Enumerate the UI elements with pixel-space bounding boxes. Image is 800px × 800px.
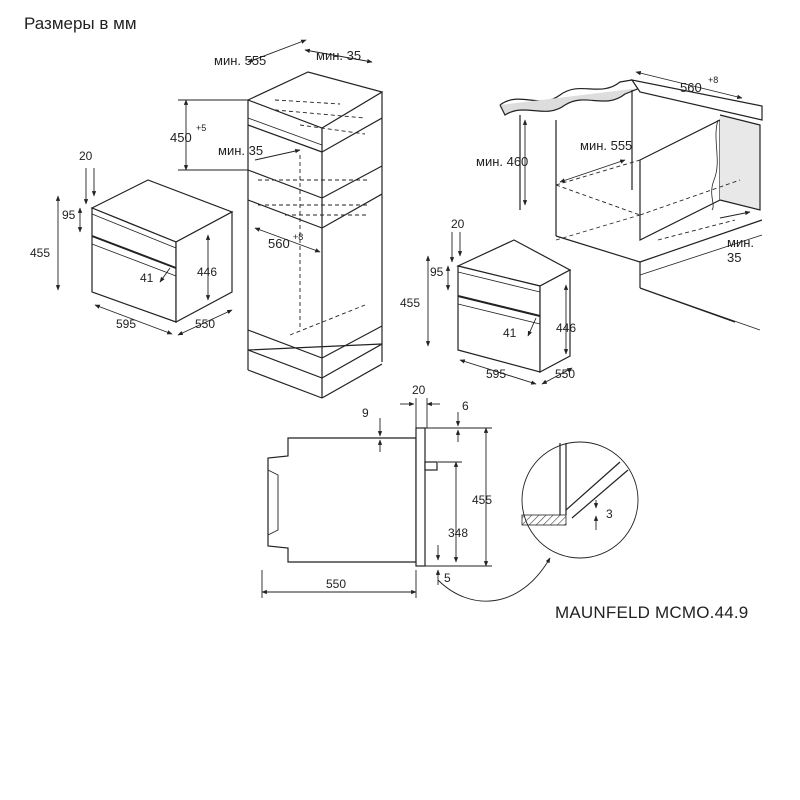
oven-right	[456, 239, 572, 373]
oven-left-depth: 550	[195, 317, 215, 331]
side-inner-height: 348	[448, 526, 468, 540]
tall-opening-height-tol: +5	[196, 123, 206, 133]
side-frame-thickness: 20	[412, 383, 426, 397]
side-depth: 550	[326, 577, 346, 591]
niche-opening-width-tol: +8	[708, 75, 718, 85]
detail-gap: 3	[606, 507, 613, 521]
detail-callout	[437, 441, 639, 602]
tall-opening-height-label: 450	[170, 130, 192, 145]
niche-rear-gap-2: 35	[727, 250, 741, 265]
oven-left	[90, 179, 234, 324]
oven-left-body-height: 446	[197, 265, 217, 279]
oven-right-depth: 550	[555, 367, 575, 381]
niche-depth-min: мин. 555	[580, 138, 632, 153]
oven-left-top-offset: 20	[79, 149, 93, 163]
oven-right-top-offset: 20	[451, 217, 465, 231]
tall-depth-min-label: мин. 555	[214, 53, 266, 68]
tall-cabinet	[246, 71, 384, 399]
tall-opening-width-tol: +8	[293, 232, 303, 242]
oven-right-width: 595	[486, 367, 506, 381]
oven-left-total-height: 455	[30, 246, 50, 260]
tall-gap-min-label: мин. 35	[316, 48, 361, 63]
side-top-gap: 9	[362, 406, 369, 420]
tall-opening-width-label: 560	[268, 236, 290, 251]
side-total-height: 455	[472, 493, 492, 507]
side-bottom-offset: 5	[444, 571, 451, 585]
oven-right-body-height: 446	[556, 321, 576, 335]
oven-left-handle-depth: 41	[140, 271, 154, 285]
oven-right-handle-depth: 41	[503, 326, 517, 340]
niche-rear-gap-1: мин.	[727, 235, 754, 250]
oven-left-width: 595	[116, 317, 136, 331]
oven-left-panel-height: 95	[62, 208, 76, 222]
niche-opening-width: 560	[680, 80, 702, 95]
page-title: Размеры в мм	[24, 14, 137, 33]
oven-side-view	[267, 427, 438, 567]
oven-right-total-height: 455	[400, 296, 420, 310]
tall-inner-gap-label: мин. 35	[218, 143, 263, 158]
niche-height-min: мин. 460	[476, 154, 528, 169]
oven-right-panel-height: 95	[430, 265, 444, 279]
side-top-offset: 6	[462, 399, 469, 413]
model-name: MAUNFELD MCMO.44.9	[555, 603, 749, 622]
